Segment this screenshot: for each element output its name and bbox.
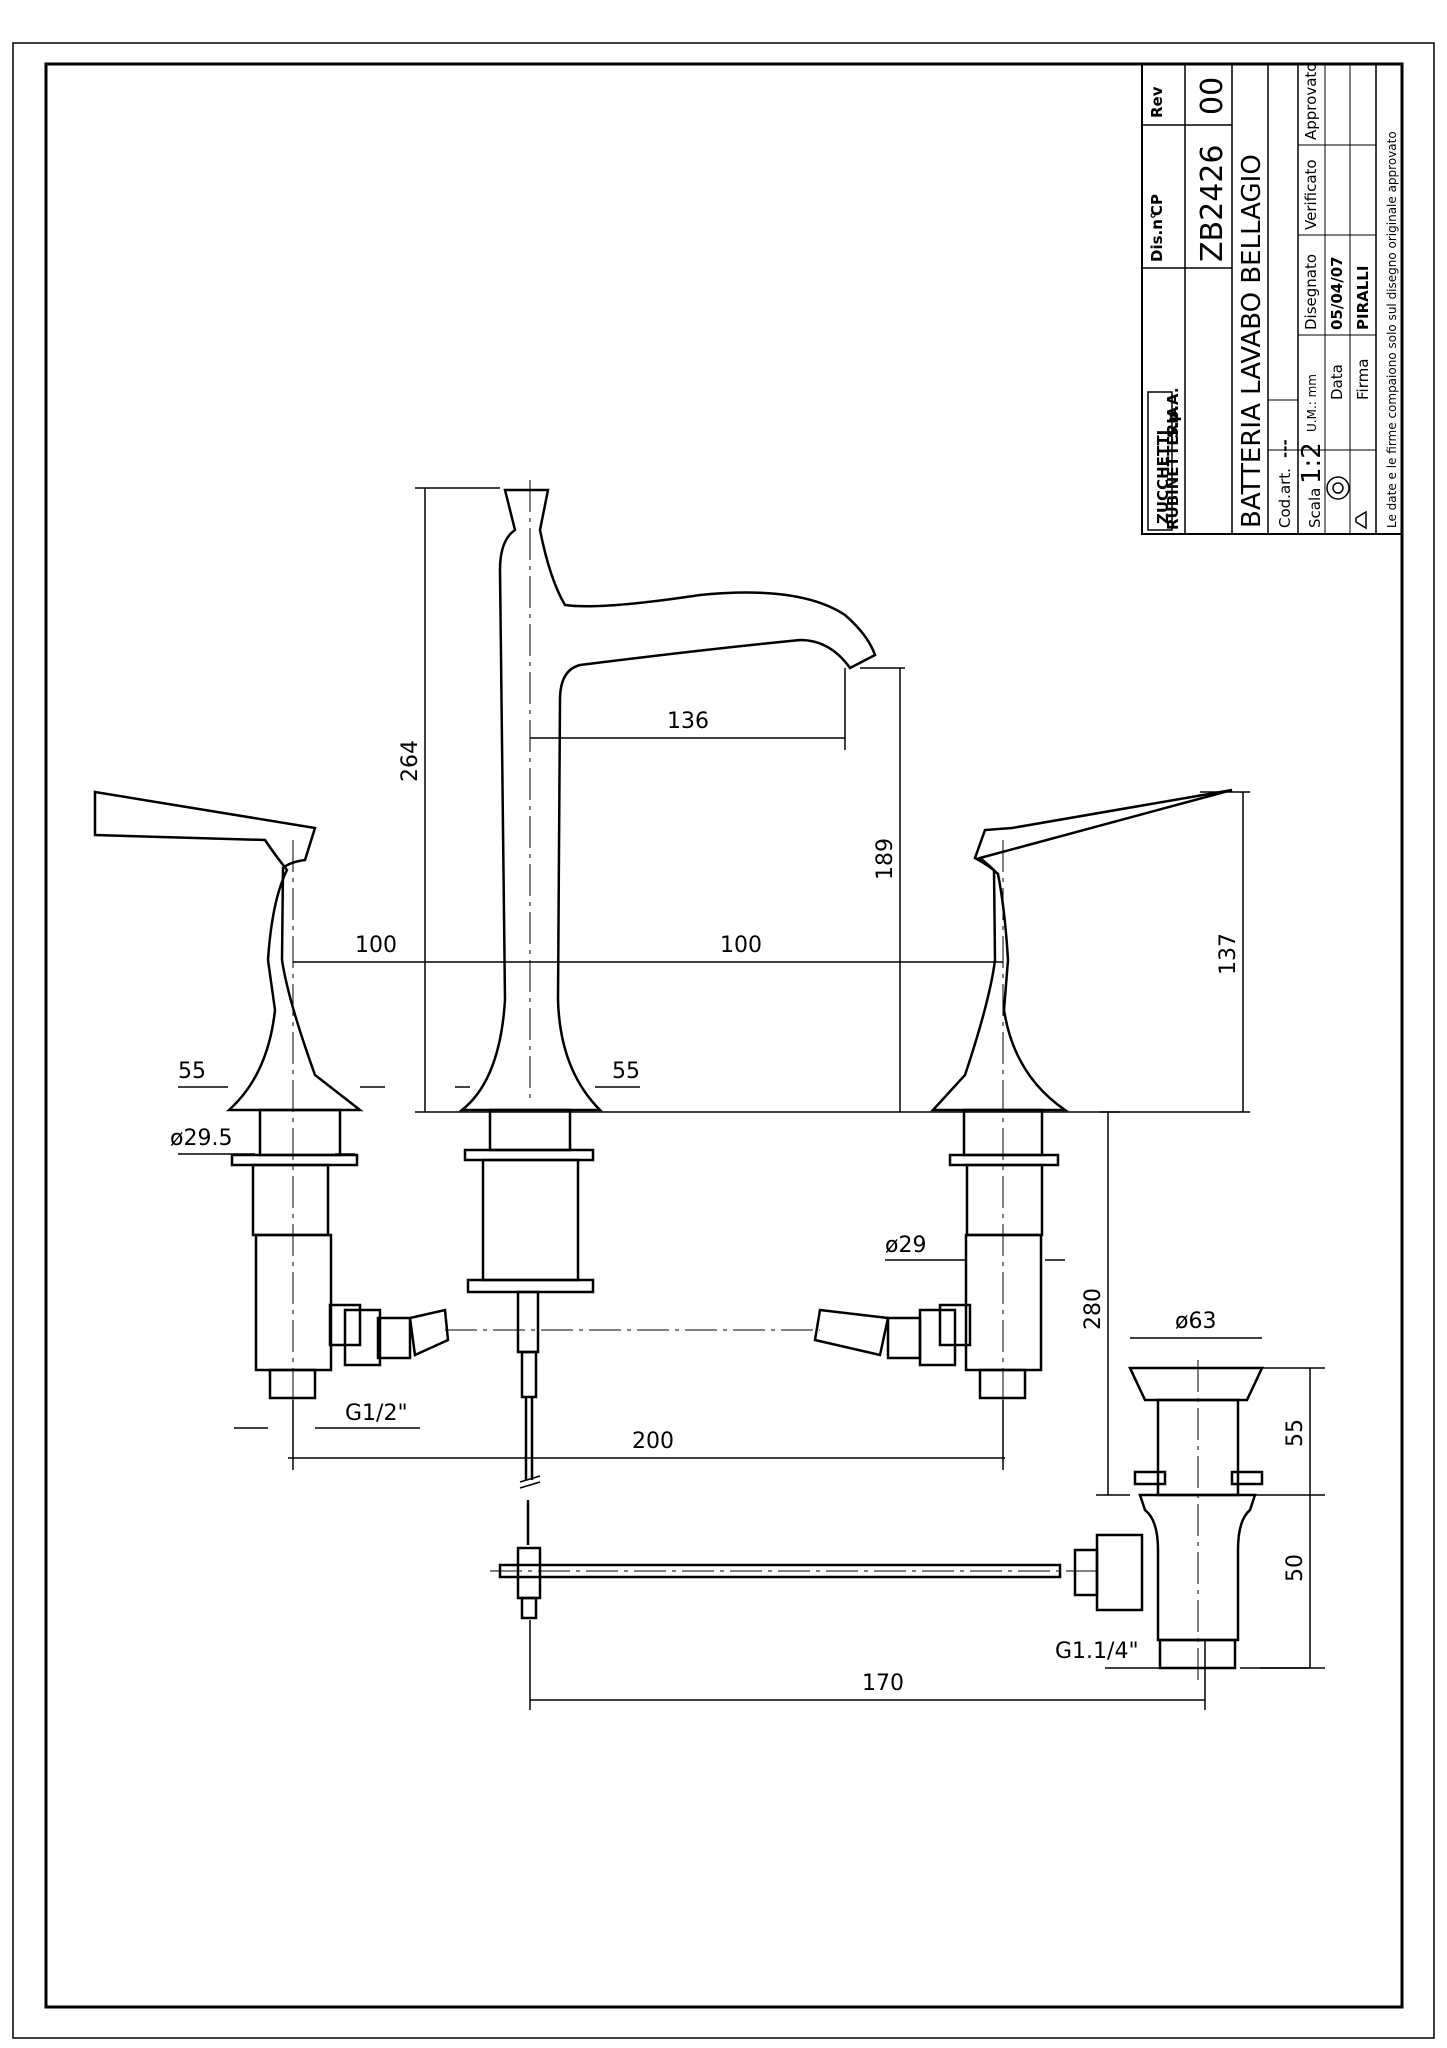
left-handle — [93, 790, 364, 1112]
cod-art-value: --- — [1276, 439, 1294, 458]
dim-connection: G1/2" — [345, 1401, 408, 1426]
dim-right-diameter: ø29 — [885, 1233, 926, 1258]
center-spout — [458, 488, 877, 1112]
dim-spout-outlet: 189 — [873, 838, 898, 880]
unit-label: U.M.: mm — [1305, 374, 1319, 432]
drawn-label: Disegnato — [1302, 254, 1320, 330]
waste-fitting — [1128, 1366, 1264, 1402]
approved-label: Approvato — [1302, 63, 1320, 140]
date-label: Data — [1328, 364, 1346, 400]
company-logo: ZUCCHETTI — [1154, 430, 1172, 524]
dim-rod-length: 170 — [862, 1671, 904, 1696]
dim-centres: 200 — [632, 1429, 674, 1454]
dim-waste-lower: 50 — [1283, 1554, 1308, 1582]
dim-waste-thread: G1.1/4" — [1055, 1639, 1139, 1664]
footer-note: Le date e le firme compaiono solo sul di… — [1385, 131, 1399, 528]
signature-value: PIRALLI — [1354, 266, 1372, 330]
rev-label: Rev — [1148, 86, 1166, 118]
signature-label: Firma — [1354, 359, 1372, 400]
dim-waste-upper: 55 — [1283, 1419, 1308, 1447]
company-name: RUBINETTERIA — [1164, 406, 1182, 530]
projection-symbol — [1326, 476, 1367, 530]
verified-label: Verificato — [1302, 159, 1320, 230]
mixer-geometry — [93, 488, 1264, 1670]
dim-left-diameter: ø29.5 — [170, 1126, 232, 1151]
dis-code: CP — [1148, 194, 1166, 216]
centerlines — [292, 480, 1199, 1680]
dim-waste-diameter: ø63 — [1175, 1309, 1216, 1334]
scale-value: 1:2 — [1297, 442, 1327, 484]
description: BATTERIA LAVABO BELLAGIO — [1237, 154, 1267, 528]
inner-border — [44, 62, 1404, 2009]
dim-left-base: 55 — [178, 1059, 206, 1084]
scale-label: Scala — [1306, 488, 1324, 528]
dim-spout-reach: 136 — [667, 709, 709, 734]
title-block: ZUCCHETTI RUBINETTERIA S.p.A. Dis.n° CP … — [1141, 63, 1403, 535]
dim-spout-height: 264 — [398, 740, 423, 782]
dim-waste-depth: 280 — [1081, 1288, 1106, 1330]
dim-handle-height: 137 — [1216, 933, 1241, 975]
dim-right-spacing: 100 — [720, 933, 762, 958]
right-handle — [930, 788, 1233, 1112]
cod-art-label: Cod.art. — [1276, 468, 1294, 528]
date-value: 05/04/07 — [1328, 256, 1346, 330]
outer-border — [12, 42, 1435, 2039]
company-suffix: S.p.A. — [1164, 387, 1182, 438]
dim-left-spacing: 100 — [355, 933, 397, 958]
drawing-number: ZB2426 — [1195, 145, 1230, 262]
dimension-lines — [178, 487, 1325, 1710]
dim-center-base: 55 — [612, 1059, 640, 1084]
rev-value: 00 — [1195, 77, 1230, 115]
dis-label: Dis.n° — [1148, 212, 1166, 262]
